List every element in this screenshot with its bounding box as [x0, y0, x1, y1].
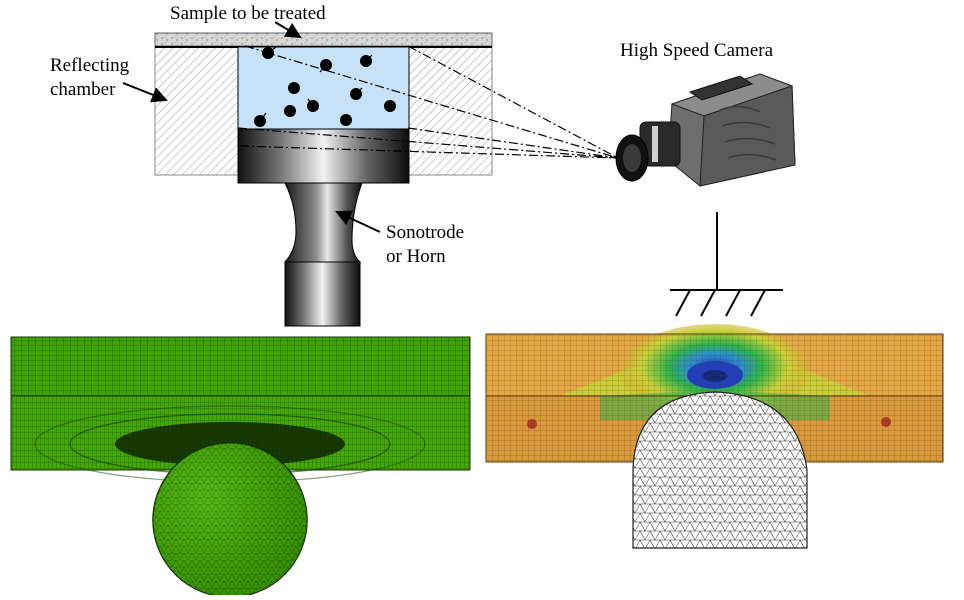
- sonotrode-label-line2: or Horn: [386, 246, 446, 267]
- sample-label: Sample to be treated: [170, 3, 326, 24]
- camera-sight-lines: [237, 45, 619, 159]
- fe-mesh-ball: [152, 442, 308, 598]
- ground-symbol-icon: [670, 212, 783, 317]
- reflecting-chamber: [154, 46, 493, 176]
- fe-mesh-dome: [632, 391, 808, 549]
- fe-mesh-plate-left: [10, 336, 471, 483]
- chamber-label-line1: Reflecting: [50, 55, 130, 76]
- label-arrows: [122, 21, 381, 233]
- chamber-label-line2: chamber: [50, 79, 116, 100]
- camera-label: High Speed Camera: [620, 40, 774, 61]
- sonotrode-horn: [237, 128, 410, 327]
- high-speed-camera-icon: [615, 73, 796, 187]
- shot-particles: [254, 46, 396, 127]
- sample-plate: [154, 32, 493, 48]
- sonotrode-label-line1: Sonotrode: [386, 222, 465, 243]
